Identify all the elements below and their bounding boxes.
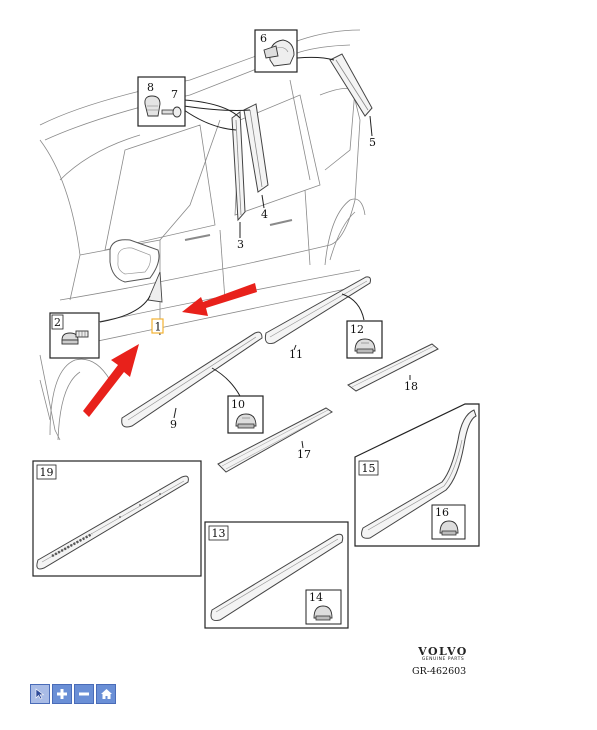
part-6-box[interactable]: 6 (254, 29, 298, 73)
select-button[interactable] (30, 684, 50, 704)
part-15-16-box[interactable]: 15 16 (354, 403, 480, 547)
front-door-moulding (121, 331, 263, 428)
diagram-toolbar (30, 684, 116, 704)
zoom-in-button[interactable] (52, 684, 72, 704)
callout-6: 6 (260, 32, 267, 45)
home-button[interactable] (96, 684, 116, 704)
callout-7: 7 (171, 88, 178, 101)
callout-3[interactable]: 3 (237, 238, 244, 251)
mirror-triangle-cover (147, 271, 163, 303)
arrow-from-bottom-left (83, 344, 139, 417)
volvo-logo: VOLVO GENUINE PARTS (410, 645, 476, 662)
zoom-in-icon (57, 689, 67, 699)
clip-16-icon (439, 520, 459, 536)
part-13-14-box[interactable]: 13 14 (204, 521, 349, 629)
home-icon (100, 689, 112, 699)
clip-cap-icon (263, 39, 295, 67)
part-2-box[interactable]: 2 (49, 312, 100, 359)
c-pillar-trim (243, 103, 269, 193)
b-pillar-trim (231, 111, 246, 222)
brand-logo-text: VOLVO (418, 645, 468, 658)
callout-1-box[interactable] (151, 318, 164, 334)
callout-10: 10 (231, 398, 245, 411)
rear-sill-plate (347, 343, 439, 392)
part-7-8-box[interactable]: 8 7 (137, 76, 186, 127)
rear-door-moulding (264, 276, 371, 344)
pointer-icon (35, 688, 45, 700)
callout-18[interactable]: 18 (404, 380, 418, 393)
callout-16: 16 (435, 506, 449, 519)
callout-15: 15 (362, 462, 376, 475)
front-sill-plate (217, 407, 333, 473)
rear-trim (329, 53, 373, 117)
callout-17[interactable]: 17 (297, 448, 311, 461)
callout-11[interactable]: 11 (289, 348, 303, 361)
pin-icon (161, 106, 182, 118)
part-19-box[interactable]: 19 (32, 460, 202, 577)
part-10-box[interactable]: 10 (227, 395, 264, 434)
callout-12: 12 (350, 323, 364, 336)
figure-code: GR-462603 (412, 666, 467, 677)
callout-9[interactable]: 9 (170, 418, 177, 431)
brand-subtitle: GENUINE PARTS (421, 657, 465, 662)
callout-19: 19 (40, 466, 54, 479)
moulding-13-icon (210, 533, 344, 621)
red-arrows (83, 283, 257, 417)
callout-4[interactable]: 4 (261, 208, 268, 221)
side-mirror (109, 239, 160, 283)
zoom-out-icon (79, 692, 89, 696)
zoom-out-button[interactable] (74, 684, 94, 704)
clip-10-icon (235, 413, 257, 429)
screw-icon (61, 330, 89, 345)
moulding-15-icon (361, 409, 477, 539)
clip-14-icon (313, 605, 333, 621)
clip-12-icon (354, 338, 376, 354)
callout-13: 13 (212, 527, 226, 540)
callout-2: 2 (54, 316, 61, 329)
callout-5[interactable]: 5 (369, 136, 376, 149)
callout-8: 8 (147, 81, 154, 94)
arrow-from-right (182, 283, 257, 316)
part-12-box[interactable]: 12 (346, 320, 383, 359)
callout-1: 1 (155, 321, 162, 334)
clip-icon (144, 95, 161, 117)
callout-14: 14 (309, 591, 323, 604)
sill-19-icon (36, 475, 189, 570)
